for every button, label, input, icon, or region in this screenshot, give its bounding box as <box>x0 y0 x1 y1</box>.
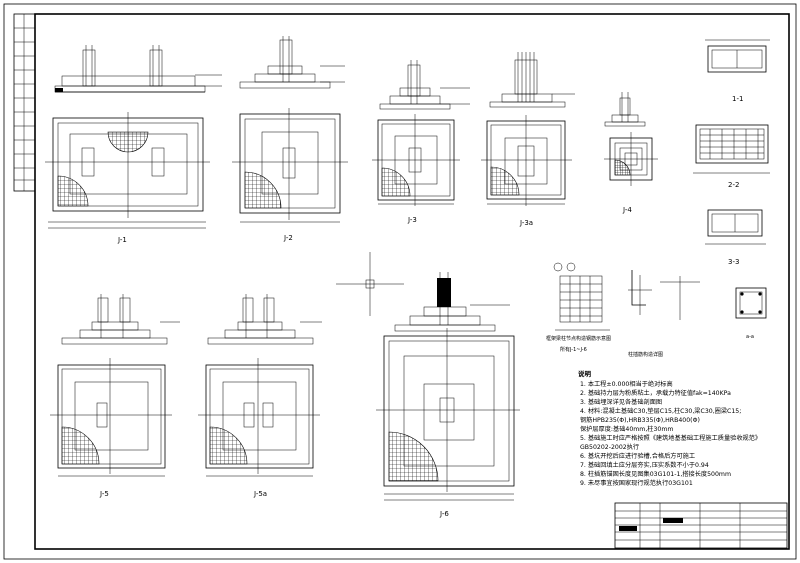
note-line: 4. 材料:混凝土基础C30,垫层C15,柱C30,梁C30,圈梁C15; <box>580 407 741 415</box>
note-line: GB50202-2002执行 <box>580 443 639 451</box>
plan-label-j2: J-2 <box>283 234 293 242</box>
section-elevation-j3 <box>379 60 470 110</box>
left-revision-strip <box>13 13 36 192</box>
note-line: 5. 基础施工时应严格按照《建筑地基基础工程施工质量验收规范》 <box>580 434 761 442</box>
plan-label-j3: J-3 <box>407 216 417 224</box>
note-line: 2. 基础持力层为粉质粘土，承载力特征值fak=140KPa <box>580 389 731 397</box>
plan-label-j3a: J-3a <box>519 219 533 227</box>
note-line: 1. 本工程±0.000相当于绝对标高 <box>580 380 673 388</box>
cursor-crosshair <box>336 252 404 316</box>
section-label-2-2: 2-2 <box>728 181 739 189</box>
node-detail-subtitle: 所有J-1~J-6 <box>560 346 587 353</box>
plan-j1: J-1 <box>45 112 210 244</box>
plan-j3a: J-3a <box>481 115 572 227</box>
section-3-3: 3-3 <box>705 209 766 266</box>
section-elevation-j6 <box>394 272 510 332</box>
plan-label-j5a: J-5a <box>253 490 267 498</box>
sheet-outer-border <box>3 3 797 560</box>
sheet-inner-border <box>34 13 790 550</box>
general-notes: 说明 1. 本工程±0.000相当于绝对标高 2. 基础持力层为粉质粘土，承载力… <box>578 369 761 487</box>
section-1-1: 1-1 <box>705 39 770 103</box>
column-detail-title: 柱插筋构造详图 <box>628 351 663 358</box>
plan-j2: J-2 <box>232 108 348 242</box>
side-block-a-a: a-a <box>735 287 767 340</box>
note-line: 7. 基础回填土应分层夯实,压实系数不小于0.94 <box>580 461 709 469</box>
plan-j6: J-6 <box>376 328 520 518</box>
note-line: 保护层厚度:基础40mm,柱30mm <box>580 425 673 433</box>
plan-j4: J-4 <box>604 132 658 214</box>
section-label-3-3: 3-3 <box>728 258 739 266</box>
plan-label-j6: J-6 <box>439 510 449 518</box>
note-line: 9. 未尽事宜按国家现行规范执行03G101 <box>580 479 693 487</box>
section-label-1-1: 1-1 <box>732 95 743 103</box>
section-elevation-j3a <box>489 52 575 108</box>
section-2-2: 2-2 <box>693 124 770 189</box>
section-elevation-j1 <box>54 45 222 93</box>
node-detail-title: 框架梁柱节点构造钢筋示意图 <box>546 335 611 342</box>
plan-label-j4: J-4 <box>622 206 632 214</box>
title-block <box>614 502 788 549</box>
section-elevation-j2 <box>239 36 345 89</box>
section-elevation-j4 <box>604 92 646 127</box>
plan-j3: J-3 <box>372 114 460 224</box>
note-line: 3. 基础埋深详见各基础剖面图 <box>580 398 662 406</box>
beam-column-node-detail: 框架梁柱节点构造钢筋示意图 所有J-1~J-6 <box>546 262 611 353</box>
plan-label-j1: J-1 <box>117 236 127 244</box>
section-elevation-j5 <box>61 294 180 345</box>
side-block-label: a-a <box>746 334 754 340</box>
note-line: 钢筋HPB235(Φ),HRB335(Φ),HRB400(Φ) <box>580 416 700 424</box>
plan-j5a: J-5a <box>198 358 320 498</box>
plan-label-j5: J-5 <box>99 490 109 498</box>
note-line: 8. 柱插筋锚固长度见图集03G101-1,搭接长度500mm <box>580 470 731 478</box>
column-rebar-detail: 柱插筋构造详图 <box>628 270 700 358</box>
note-line: 6. 基坑开挖后应进行验槽,合格后方可施工 <box>580 452 695 460</box>
section-elevation-j5a <box>207 294 322 345</box>
plan-j5: J-5 <box>50 358 172 498</box>
notes-title: 说明 <box>578 369 592 378</box>
